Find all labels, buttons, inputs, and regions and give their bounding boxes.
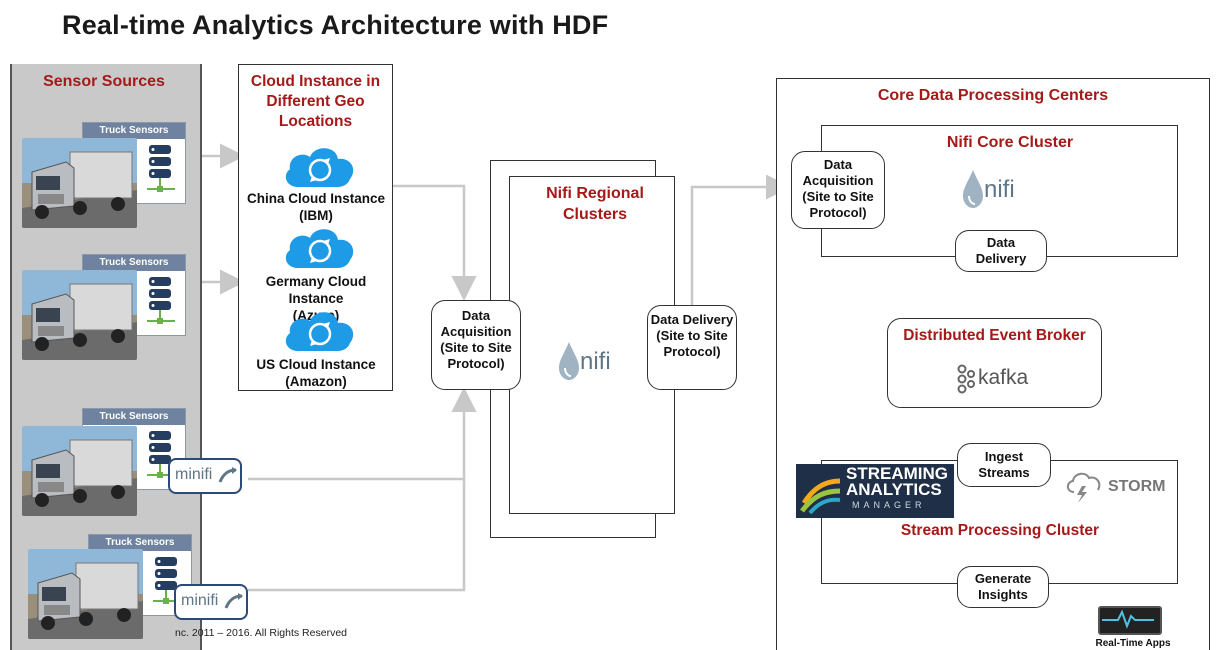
- minifi-arrow-icon: [218, 467, 237, 483]
- storm-logo: STORM: [1064, 470, 1174, 506]
- cloud-sync-icon: [280, 224, 360, 277]
- truck-sensors-tag: Truck Sensors: [83, 409, 185, 425]
- truck-photo: [22, 426, 137, 516]
- cloud-instance-header: Cloud Instance in Different Geo Location…: [250, 73, 381, 130]
- truck-photo: [28, 549, 143, 639]
- kafka-logo: kafka: [955, 364, 1045, 394]
- nifi-core-logo-text: nifi: [984, 176, 1015, 203]
- minifi-label: minifi: [181, 592, 219, 609]
- minifi-arrow-icon: [224, 593, 243, 609]
- minifi-agent-badge: minifi: [174, 584, 248, 620]
- regional-data-acquisition: Data Acquisition (Site to Site Protocol): [431, 300, 521, 390]
- core-processing-header: Core Data Processing Centers: [877, 87, 1109, 104]
- nifi-drop-icon: [559, 342, 579, 380]
- cloud-instance-us: US Cloud Instance (Amazon): [242, 356, 390, 390]
- line-minifi2-acquisition: [248, 479, 466, 592]
- truck-sensors-tag: Truck Sensors: [83, 255, 185, 271]
- nifi-core-logo: nifi: [962, 168, 1032, 210]
- sam-line-3: MANAGER: [852, 500, 926, 510]
- sam-line-2: ANALYTICS: [846, 480, 942, 499]
- sam-swoosh-icon: [800, 478, 841, 515]
- server-stack-icon: [147, 277, 175, 324]
- copyright-footer: nc. 2011 – 2016. All Rights Reserved: [175, 627, 347, 639]
- core-data-delivery: Data Delivery: [955, 230, 1047, 272]
- arrow-delivery-core: [690, 174, 791, 305]
- sam-line-1: STREAMING: [846, 464, 948, 483]
- arrow-cloud-acquisition: [392, 184, 477, 301]
- nifi-drop-icon: [963, 170, 983, 208]
- server-stack-icon: [147, 431, 175, 478]
- sensor-sources-header: Sensor Sources: [43, 73, 165, 90]
- cloud-instance-us-provider: (Amazon): [285, 374, 347, 389]
- nifi-core-cluster-header: Nifi Core Cluster: [946, 134, 1074, 151]
- truck-photo: [22, 270, 137, 360]
- cloud-instance-china-name: China Cloud Instance: [246, 191, 385, 206]
- minifi-label: minifi: [175, 466, 213, 483]
- stream-processing-header: Stream Processing Cluster: [900, 522, 1100, 539]
- minifi-agent-badge: minifi: [168, 458, 242, 494]
- cloud-instance-china: China Cloud Instance (IBM): [242, 190, 390, 224]
- core-data-acquisition: Data Acquisition (Site to Site Protocol): [791, 151, 885, 229]
- regional-cluster-header: Nifi Regional Clusters: [546, 185, 644, 223]
- line-minifi1-acquisition: [248, 396, 466, 481]
- storm-cloud-icon: [1066, 472, 1101, 503]
- cloud-sync-icon: [280, 307, 360, 360]
- event-broker-box: [887, 318, 1102, 408]
- real-time-apps-label: Real-Time Apps: [1095, 638, 1171, 649]
- truck-sensors-tag: Truck Sensors: [89, 535, 191, 551]
- cloud-instance-us-name: US Cloud Instance: [256, 357, 376, 372]
- page-title: Real-time Analytics Architecture with HD…: [62, 10, 609, 40]
- truck-sensors-tag: Truck Sensors: [83, 123, 185, 139]
- storm-logo-text: STORM: [1108, 478, 1166, 495]
- streaming-analytics-manager-logo: STREAMING ANALYTICS MANAGER: [796, 464, 954, 518]
- cloud-instance-germany-name: Germany Cloud Instance: [265, 274, 367, 306]
- kafka-icon: [957, 364, 975, 394]
- nifi-logo: nifi: [558, 340, 628, 382]
- server-stack-icon: [147, 145, 175, 192]
- cloud-instance-china-provider: (IBM): [299, 208, 333, 223]
- ingest-streams: Ingest Streams: [957, 443, 1051, 487]
- generate-insights: Generate Insights: [957, 566, 1049, 608]
- truck-photo: [22, 138, 137, 228]
- cloud-sync-icon: [280, 143, 360, 196]
- regional-data-delivery: Data Delivery (Site to Site Protocol): [647, 305, 737, 390]
- nifi-logo-text: nifi: [580, 348, 611, 375]
- server-stack-icon: [153, 557, 181, 604]
- event-broker-header: Distributed Event Broker: [903, 327, 1086, 344]
- kafka-logo-text: kafka: [978, 366, 1029, 389]
- monitor-heartbeat-icon: [1098, 606, 1162, 635]
